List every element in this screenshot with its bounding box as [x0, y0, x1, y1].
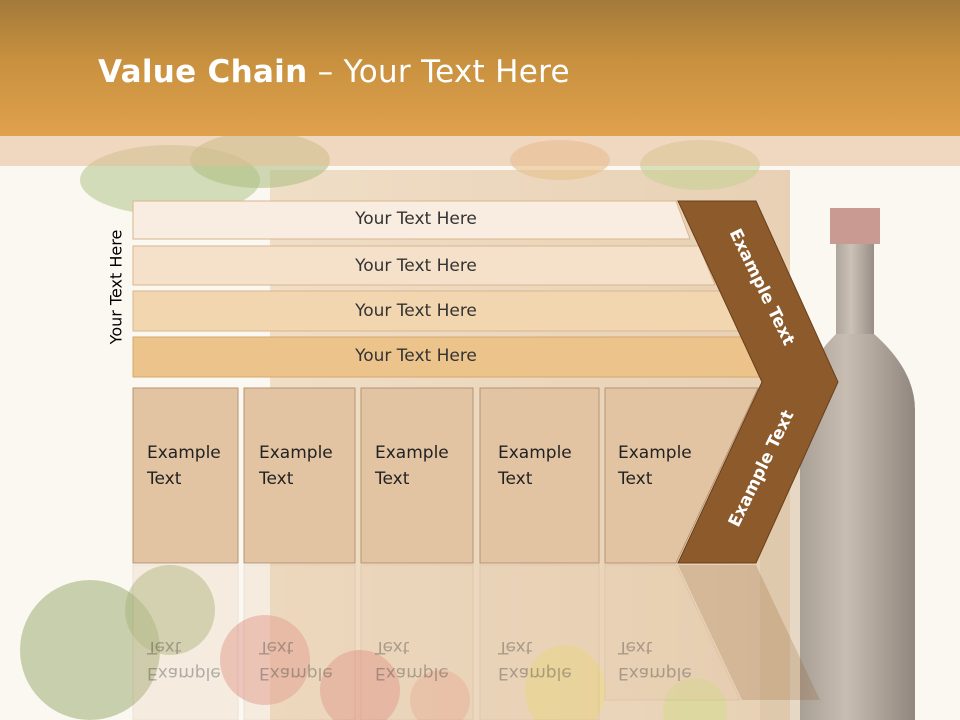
column-1-line2: Text: [147, 469, 182, 489]
column-label-1: Example Text: [147, 440, 237, 492]
column-5-line2: Text: [618, 469, 653, 489]
column-3-line1: Example: [375, 443, 449, 463]
bar-label-4: Your Text Here: [355, 346, 477, 366]
column-box-4: [479, 387, 600, 564]
column-label-4: Example Text: [498, 440, 588, 492]
column-2-line1: Example: [259, 443, 333, 463]
bar-label-2: Your Text Here: [355, 256, 477, 276]
column-label-3: Example Text: [375, 440, 465, 492]
column-box-5: [604, 387, 759, 564]
slide-title: Value Chain – Your Text Here: [98, 54, 570, 90]
bar-label-1: Your Text Here: [355, 209, 477, 229]
column-box-1: [132, 387, 239, 564]
header-stripe: [0, 136, 960, 166]
column-box-3: [360, 387, 474, 564]
column-4-line1: Example: [498, 443, 572, 463]
header-band: [0, 0, 960, 136]
column-4-line2: Text: [498, 469, 533, 489]
bar-1: [132, 200, 691, 240]
column-1-line1: Example: [147, 443, 221, 463]
title-rest: – Your Text Here: [307, 54, 570, 90]
bar-label-3: Your Text Here: [355, 301, 477, 321]
reflection: [132, 564, 820, 720]
column-5-line1: Example: [618, 443, 692, 463]
column-label-5: Example Text: [618, 440, 708, 492]
column-3-line2: Text: [375, 469, 410, 489]
bar-2: [132, 245, 716, 286]
column-label-2: Example Text: [259, 440, 349, 492]
title-bold: Value Chain: [98, 54, 308, 90]
column-2-line2: Text: [259, 469, 294, 489]
column-box-2: [243, 387, 356, 564]
chevron-arrow: [677, 200, 839, 564]
